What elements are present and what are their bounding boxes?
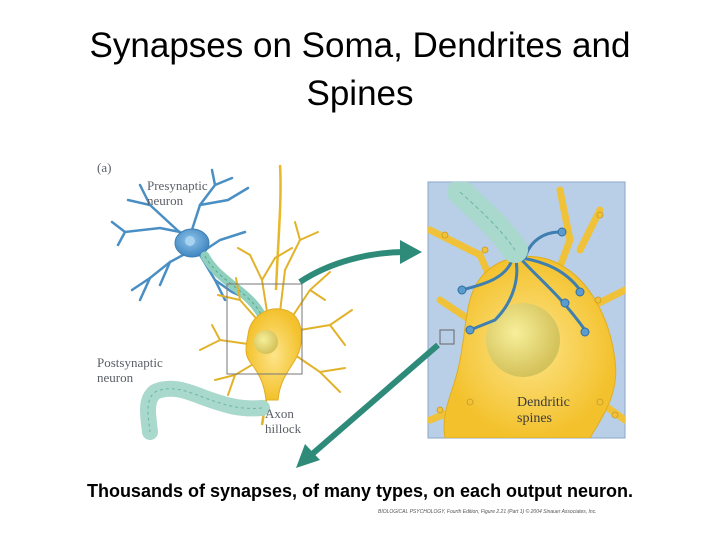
zoom-arrow-right — [298, 240, 422, 285]
presynaptic-neuron — [110, 168, 252, 302]
postsynaptic-axon — [140, 380, 270, 440]
title-line-2: Spines — [306, 74, 414, 113]
presynaptic-label-line2: neuron — [147, 193, 184, 208]
dendritic-spines-label-line1: Dendritic — [517, 395, 570, 410]
postsynaptic-label-line2: neuron — [97, 370, 134, 385]
panel-label: (a) — [97, 160, 111, 175]
zoom-panel — [427, 181, 626, 439]
zoom-region-box — [226, 283, 303, 375]
axon-hillock-label-line1: Axon — [265, 406, 294, 421]
zoom-arrow-back — [296, 342, 440, 468]
slide-caption: Thousands of synapses, of many types, on… — [86, 481, 634, 501]
dendritic-spines-label-line2: spines — [517, 411, 552, 426]
postsynaptic-neuron — [199, 221, 353, 426]
slide-title: Synapses on Soma, Dendrites and Spines — [0, 22, 720, 118]
postsynaptic-label-line1: Postsynaptic — [97, 355, 163, 370]
presynaptic-label-line1: Presynaptic — [147, 178, 208, 193]
top-axon — [274, 164, 282, 291]
figure-credit: BIOLOGICAL PSYCHOLOGY, Fourth Edition, F… — [378, 509, 597, 515]
axon-hillock-label-line2: hillock — [265, 421, 302, 436]
title-line-1: Synapses on Soma, Dendrites and — [89, 26, 631, 65]
